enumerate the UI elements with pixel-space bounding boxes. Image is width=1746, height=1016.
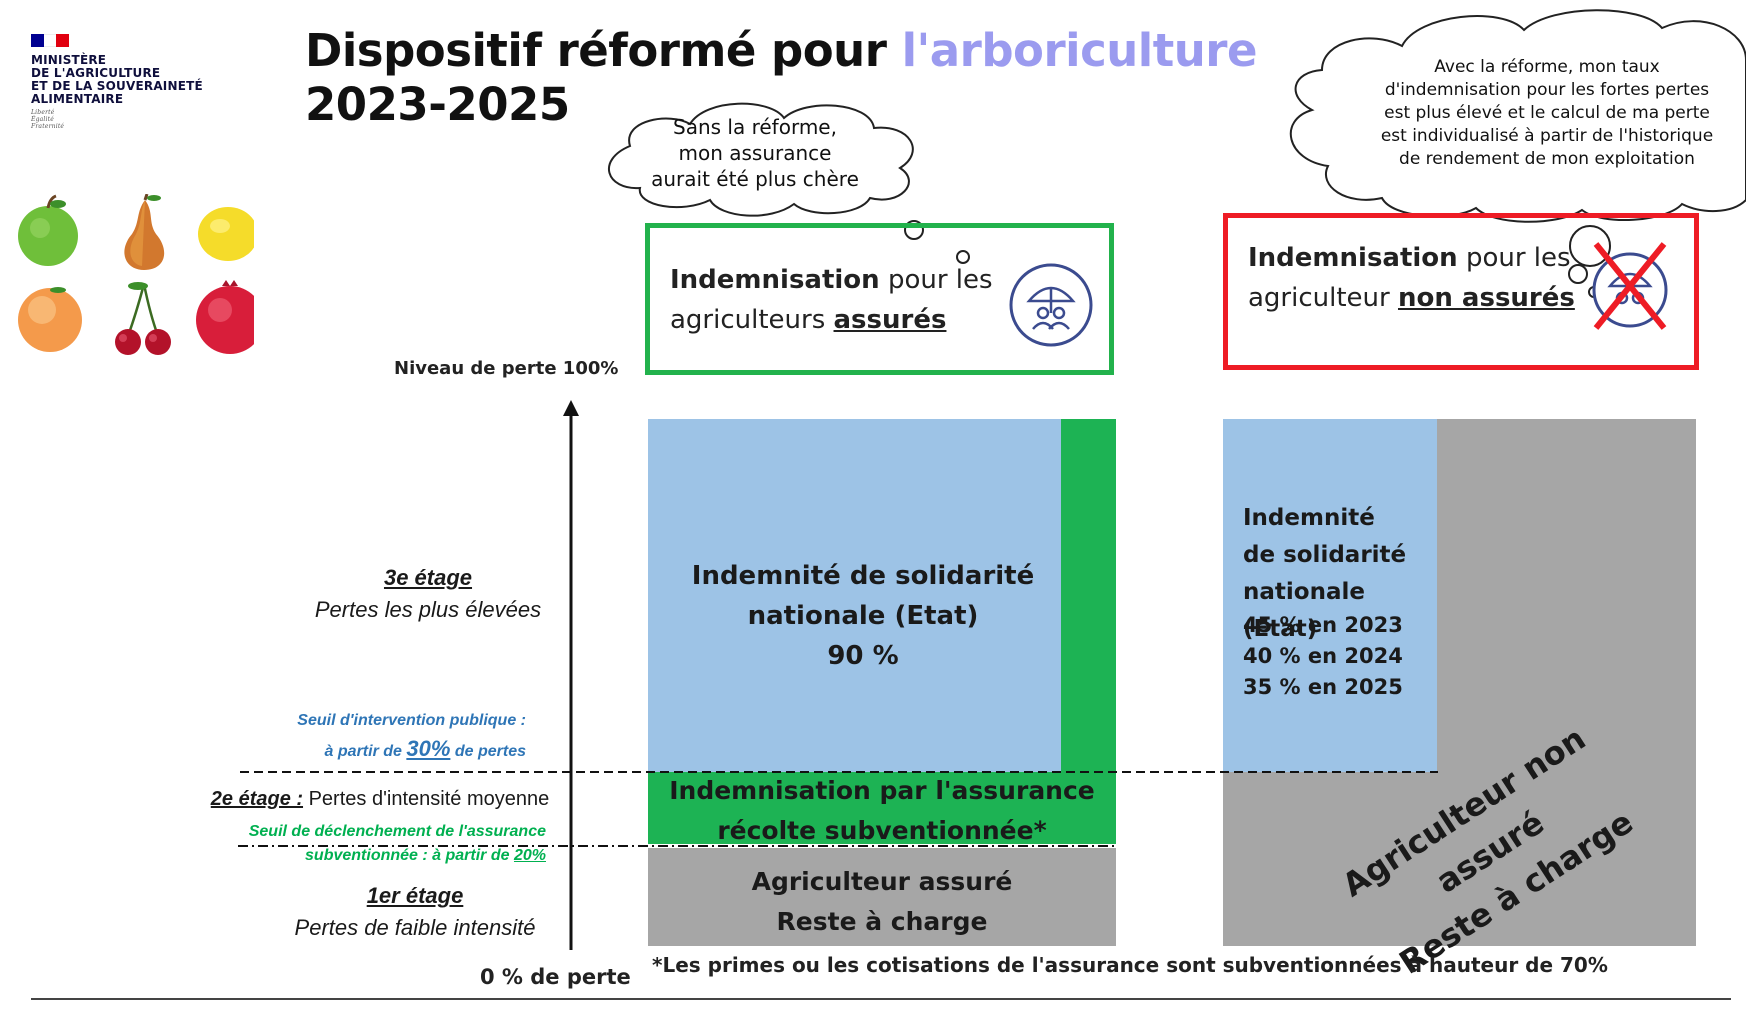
insurance-threshold-value: 20% bbox=[513, 847, 546, 864]
stage-2-label: 2e étage : Pertes d'intensité moyenne bbox=[180, 784, 580, 814]
bottom-rule bbox=[31, 998, 1731, 1000]
insurance-threshold-line1: Seuil de déclenchement de l'assurance bbox=[248, 823, 546, 840]
page-title: Dispositif réformé pour l'arboriculture … bbox=[305, 24, 1257, 132]
title-years: 2023-2025 bbox=[305, 78, 570, 131]
stage-2-desc: Pertes d'intensité moyenne bbox=[303, 788, 550, 810]
stage-2-title: 2e étage : bbox=[210, 788, 304, 810]
insurance-indemnity-block bbox=[648, 772, 1116, 844]
motto-line: Fraternité bbox=[31, 123, 65, 130]
peach-icon bbox=[18, 287, 82, 352]
cloud-right-text: Avec la réforme, mon taux d'indemnisatio… bbox=[1362, 56, 1732, 171]
insurance-threshold-label: Seuil de déclenchement de l'assurance su… bbox=[200, 820, 546, 868]
stage-1-label: 1er étage Pertes de faible intensité bbox=[270, 880, 560, 944]
lemon-icon bbox=[198, 207, 254, 261]
ministry-logo: MINISTÈRE DE L'AGRICULTURE ET DE LA SOUV… bbox=[31, 53, 203, 131]
insured-header-box: Indemnisation pour les agriculteurs assu… bbox=[645, 223, 1114, 375]
insured-solidarity-block bbox=[648, 419, 1061, 772]
cloud-line: mon assurance bbox=[678, 141, 832, 165]
pomegranate-icon bbox=[196, 280, 254, 354]
uninsured-label-prefix: agriculteur bbox=[1248, 283, 1398, 313]
public-threshold-label: Seuil d'intervention publique : à partir… bbox=[250, 707, 526, 766]
rate-2023: 45 % en 2023 bbox=[1243, 613, 1403, 637]
cloud-line: Sans la réforme, bbox=[673, 115, 837, 139]
cloud-line: est individualisé à partir de l'historiq… bbox=[1380, 126, 1714, 146]
cloud-left-text: Sans la réforme, mon assurance aurait ét… bbox=[620, 114, 890, 192]
public-threshold-prefix: à partir de bbox=[324, 743, 407, 760]
insurance-line: Indemnisation par l'assurance bbox=[669, 776, 1095, 805]
threshold-lines bbox=[238, 771, 1438, 847]
insurance-line: récolte subventionnée* bbox=[717, 816, 1047, 845]
ministry-line: DE L'AGRICULTURE bbox=[31, 66, 161, 80]
crossed-umbrella-people-icon bbox=[1592, 242, 1668, 330]
stage-3-label: 3e étage Pertes les plus élevées bbox=[300, 562, 556, 626]
uninsured-header-box: Indemnisation pour les agriculteur non a… bbox=[1223, 213, 1699, 370]
solidarity-line: nationale (Etat) bbox=[1243, 579, 1365, 642]
footnote: *Les primes ou les cotisations de l'assu… bbox=[652, 953, 1608, 977]
ministry-line: ALIMENTAIRE bbox=[31, 92, 124, 106]
ministry-line: ET DE LA SOUVERAINETÉ bbox=[31, 79, 203, 93]
rate-2025: 35 % en 2025 bbox=[1243, 675, 1403, 699]
insured-remaining-text: Agriculteur assuré Reste à charge bbox=[648, 862, 1116, 942]
stage-3-desc: Pertes les plus élevées bbox=[314, 597, 542, 622]
insured-label-prefix: agriculteurs bbox=[670, 305, 834, 335]
ministry-line: MINISTÈRE bbox=[31, 53, 107, 67]
insured-label-bold: Indemnisation bbox=[670, 265, 880, 295]
stage-1-desc: Pertes de faible intensité bbox=[294, 915, 536, 940]
motto-line: Liberté bbox=[31, 109, 55, 116]
cloud-line: aurait été plus chère bbox=[651, 167, 859, 191]
insured-label-underlined: assurés bbox=[833, 305, 947, 335]
umbrella-people-icon bbox=[1009, 263, 1093, 347]
remaining-line: Agriculteur assuré bbox=[751, 867, 1013, 896]
insured-remaining-block bbox=[648, 848, 1116, 946]
loss-axis-arrow bbox=[563, 400, 579, 950]
cloud-line: d'indemnisation pour les fortes pertes bbox=[1384, 80, 1710, 100]
insurance-indemnity-text: Indemnisation par l'assurance récolte su… bbox=[648, 771, 1116, 851]
cloud-line: est plus élevé et le calcul de ma perte bbox=[1384, 103, 1710, 123]
insured-label-rest: pour les bbox=[879, 265, 993, 295]
uninsured-label-rest: pour les bbox=[1457, 243, 1571, 273]
axis-top-label: Niveau de perte 100% bbox=[394, 358, 619, 379]
pear-icon bbox=[124, 194, 165, 270]
french-flag-icon bbox=[31, 34, 70, 47]
uninsured-header-label: Indemnisation pour les agriculteur non a… bbox=[1248, 238, 1575, 318]
uninsured-solidarity-text: Indemnité de solidarité nationale (Etat) bbox=[1243, 500, 1443, 648]
remaining-line: Reste à charge bbox=[776, 907, 988, 936]
public-threshold-value: 30% bbox=[406, 736, 451, 761]
uninsured-rates: 45 % en 2023 40 % en 2024 35 % en 2025 bbox=[1243, 610, 1443, 703]
insurance-threshold-prefix: subventionnée : à partir de bbox=[305, 847, 514, 864]
insured-solidarity-complement-block bbox=[1061, 419, 1116, 772]
insured-header-label: Indemnisation pour les agriculteurs assu… bbox=[670, 260, 993, 340]
insured-solidarity-text: Indemnité de solidarité nationale (Etat)… bbox=[648, 556, 1078, 676]
title-accent: l'arboriculture bbox=[901, 24, 1258, 77]
uninsured-label-underlined: non assurés bbox=[1397, 283, 1575, 313]
solidarity-line: 90 % bbox=[827, 641, 899, 671]
uninsured-label-bold: Indemnisation bbox=[1248, 243, 1458, 273]
fruit-illustrations bbox=[18, 194, 254, 355]
cloud-line: Avec la réforme, mon taux bbox=[1434, 57, 1660, 77]
stage-3-title: 3e étage bbox=[383, 565, 473, 590]
solidarity-line: Indemnité de solidarité bbox=[691, 561, 1035, 591]
solidarity-line: nationale (Etat) bbox=[747, 601, 979, 631]
thought-bubbles-right bbox=[1568, 225, 1611, 298]
cherries-icon bbox=[115, 282, 171, 355]
axis-bottom-label: 0 % de perte bbox=[480, 965, 631, 989]
rate-2024: 40 % en 2024 bbox=[1243, 644, 1403, 668]
thought-bubble-small bbox=[956, 250, 970, 264]
stage-1-title: 1er étage bbox=[366, 883, 464, 908]
cloud-line: de rendement de mon exploitation bbox=[1399, 149, 1695, 169]
motto-line: Égalité bbox=[31, 116, 54, 123]
solidarity-line: de solidarité bbox=[1243, 542, 1407, 568]
thought-cloud-left bbox=[608, 102, 924, 240]
solidarity-line: Indemnité bbox=[1243, 505, 1375, 531]
public-threshold-line1: Seuil d'intervention publique : bbox=[297, 712, 526, 729]
motto: Liberté Égalité Fraternité bbox=[31, 109, 203, 130]
public-threshold-suffix: de pertes bbox=[450, 743, 526, 760]
title-prefix: Dispositif réformé pour bbox=[305, 24, 902, 77]
apple-icon bbox=[18, 194, 78, 266]
uninsured-solidarity-block bbox=[1223, 419, 1437, 772]
